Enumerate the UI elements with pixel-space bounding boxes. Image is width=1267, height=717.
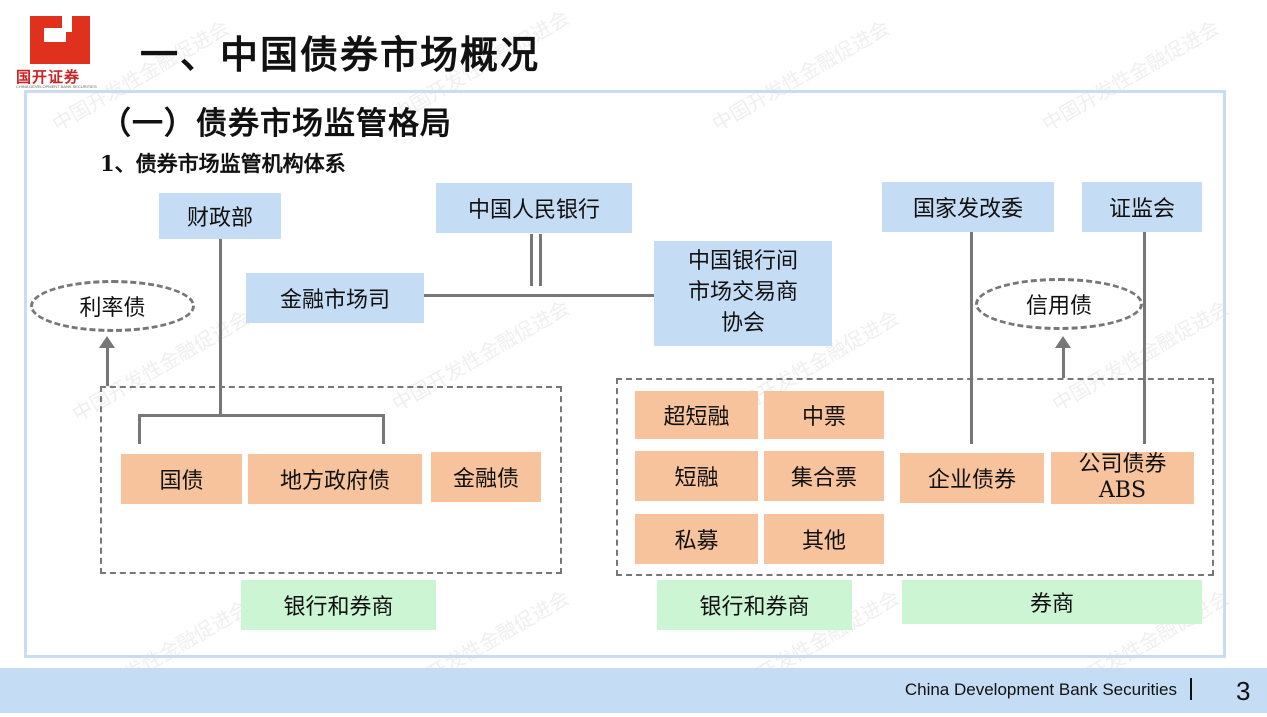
rate-bond-ellipse: 利率债 [30,280,195,332]
fin-dept-nafmii-connector [424,294,656,297]
logo-hole [44,28,66,42]
logo-cn-text: 国开证券 [16,68,81,86]
cp-box: 短融 [635,451,758,501]
pboc-box: 中国人民银行 [436,183,632,233]
scp-box: 超短融 [635,391,758,439]
rate-arrow-shaft [106,346,109,386]
corporate-bond-abs-box: 公司债券 ABS [1051,452,1194,504]
arrow-up-icon [99,336,115,348]
csrc-connector [1143,232,1146,444]
credit-bond-group [616,378,1214,576]
sub-title: 1、债券市场监管机构体系 [100,151,346,176]
left-underwriter-box: 银行和券商 [241,580,436,630]
left-bracket-left [138,414,141,444]
fin-market-dept-box: 金融市场司 [246,273,424,323]
footer-separator [1190,678,1192,700]
credit-bond-ellipse: 信用债 [975,278,1143,330]
ndrc-box: 国家发改委 [882,182,1054,232]
left-bracket-top [138,414,385,417]
logo-en-text: CHINA DEVELOPMENT BANK SECURITIES [16,84,97,89]
section-title: （一）债券市场监管格局 [100,106,452,142]
nafmii-box: 中国银行间 市场交易商 协会 [654,241,832,346]
other-box: 其他 [764,514,884,564]
local-gov-bond-box: 地方政府债 [248,454,422,504]
treasury-bond-box: 国债 [121,454,242,504]
csrc-box: 证监会 [1082,182,1202,232]
logo-cut [62,16,72,32]
credit-arrow-shaft [1062,346,1065,378]
mof-box: 财政部 [159,193,281,239]
enterprise-bond-box: 企业债券 [900,453,1044,503]
financial-bond-box: 金融债 [431,452,541,502]
mid-underwriter-box: 银行和券商 [657,580,852,630]
collective-note-box: 集合票 [764,451,884,501]
rate-bond-group [100,386,562,574]
private-placement-box: 私募 [635,514,758,564]
right-underwriter-box: 券商 [902,580,1202,624]
content-frame [24,90,1226,658]
pboc-double-line-b [539,234,542,286]
arrow-up-icon [1055,336,1071,348]
left-bracket-right [382,414,385,444]
mtn-box: 中票 [764,391,884,439]
footer-company: China Development Bank Securities [904,680,1177,699]
page-number: 3 [1236,676,1251,706]
mof-connector [219,239,222,415]
pboc-double-line-a [530,234,533,286]
page-title: 一、中国债券市场概况 [140,32,541,77]
ndrc-connector [970,232,973,444]
footer-bar [0,668,1267,713]
